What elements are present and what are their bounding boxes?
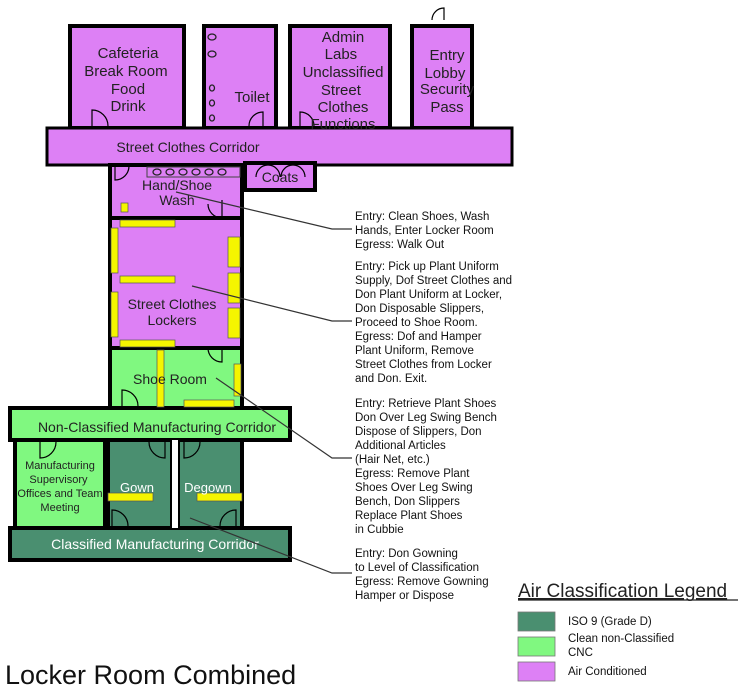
legend-label-air-conditioned: Air Conditioned	[568, 666, 647, 678]
legend-label-iso9: ISO 9 (Grade D)	[568, 616, 652, 628]
legend-swatch-air-conditioned	[517, 661, 556, 682]
label-noncl-corridor: Non-Classified Manufacturing Corridor	[38, 419, 276, 435]
leader-line-4	[189, 517, 352, 574]
label-street-corridor: Street Clothes Corridor	[116, 139, 260, 155]
room-cafeteria	[68, 24, 186, 130]
leader-line-3	[215, 377, 352, 459]
legend-swatch-iso9	[517, 611, 556, 632]
room-cl-corridor	[8, 526, 292, 562]
room-toilet	[202, 24, 278, 130]
room-shoe-room	[108, 346, 244, 410]
label-coats: Coats	[262, 169, 299, 185]
legend-swatch-cnc	[517, 636, 556, 657]
page-title: Locker Room Combined	[5, 660, 296, 690]
legend-title: Air Classification Legend	[518, 581, 727, 602]
label-degown: Degown	[184, 480, 232, 495]
label-shoe-room: Shoe Room	[133, 371, 207, 387]
label-gown: Gown	[120, 480, 154, 495]
leader-line-1	[175, 191, 352, 230]
fixtures	[107, 33, 243, 528]
room-hand-shoe-wash	[108, 163, 244, 220]
label-toilet: Toilet	[234, 89, 270, 106]
leader-line-2	[191, 285, 352, 322]
legend: Air Classification Legend ISO 9 (Grade D…	[517, 581, 738, 682]
label-cl-corridor: Classified Manufacturing Corridor	[51, 536, 259, 552]
door-swings	[39, 7, 445, 528]
room-offices	[13, 438, 107, 530]
room-street-corridor	[45, 126, 514, 167]
